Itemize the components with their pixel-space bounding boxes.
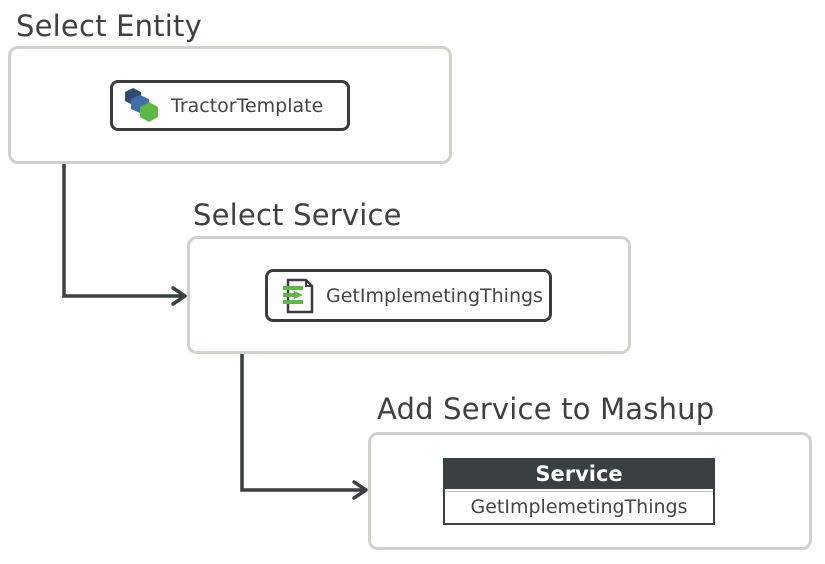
connector-entity-to-service (62, 164, 187, 306)
step-title-add-service-to-mashup: Add Service to Mashup (377, 392, 715, 426)
arrowhead-icon (352, 480, 368, 500)
service-chip[interactable]: GetImplemetingThings (265, 269, 552, 322)
arrowhead-icon (171, 286, 187, 306)
service-document-icon (276, 276, 320, 316)
entity-chip[interactable]: TractorTemplate (110, 80, 350, 131)
mashup-service-box-value: GetImplemetingThings (445, 491, 713, 526)
connector-service-to-mashup (240, 354, 368, 500)
mashup-service-box-header: Service (445, 460, 713, 489)
step-title-select-service: Select Service (193, 198, 402, 232)
step-title-select-entity: Select Entity (16, 9, 202, 43)
thing-template-hexagons-icon (121, 86, 165, 126)
entity-chip-label: TractorTemplate (171, 94, 324, 117)
service-chip-label: GetImplemetingThings (326, 284, 543, 307)
mashup-service-box[interactable]: Service GetImplemetingThings (443, 458, 715, 525)
